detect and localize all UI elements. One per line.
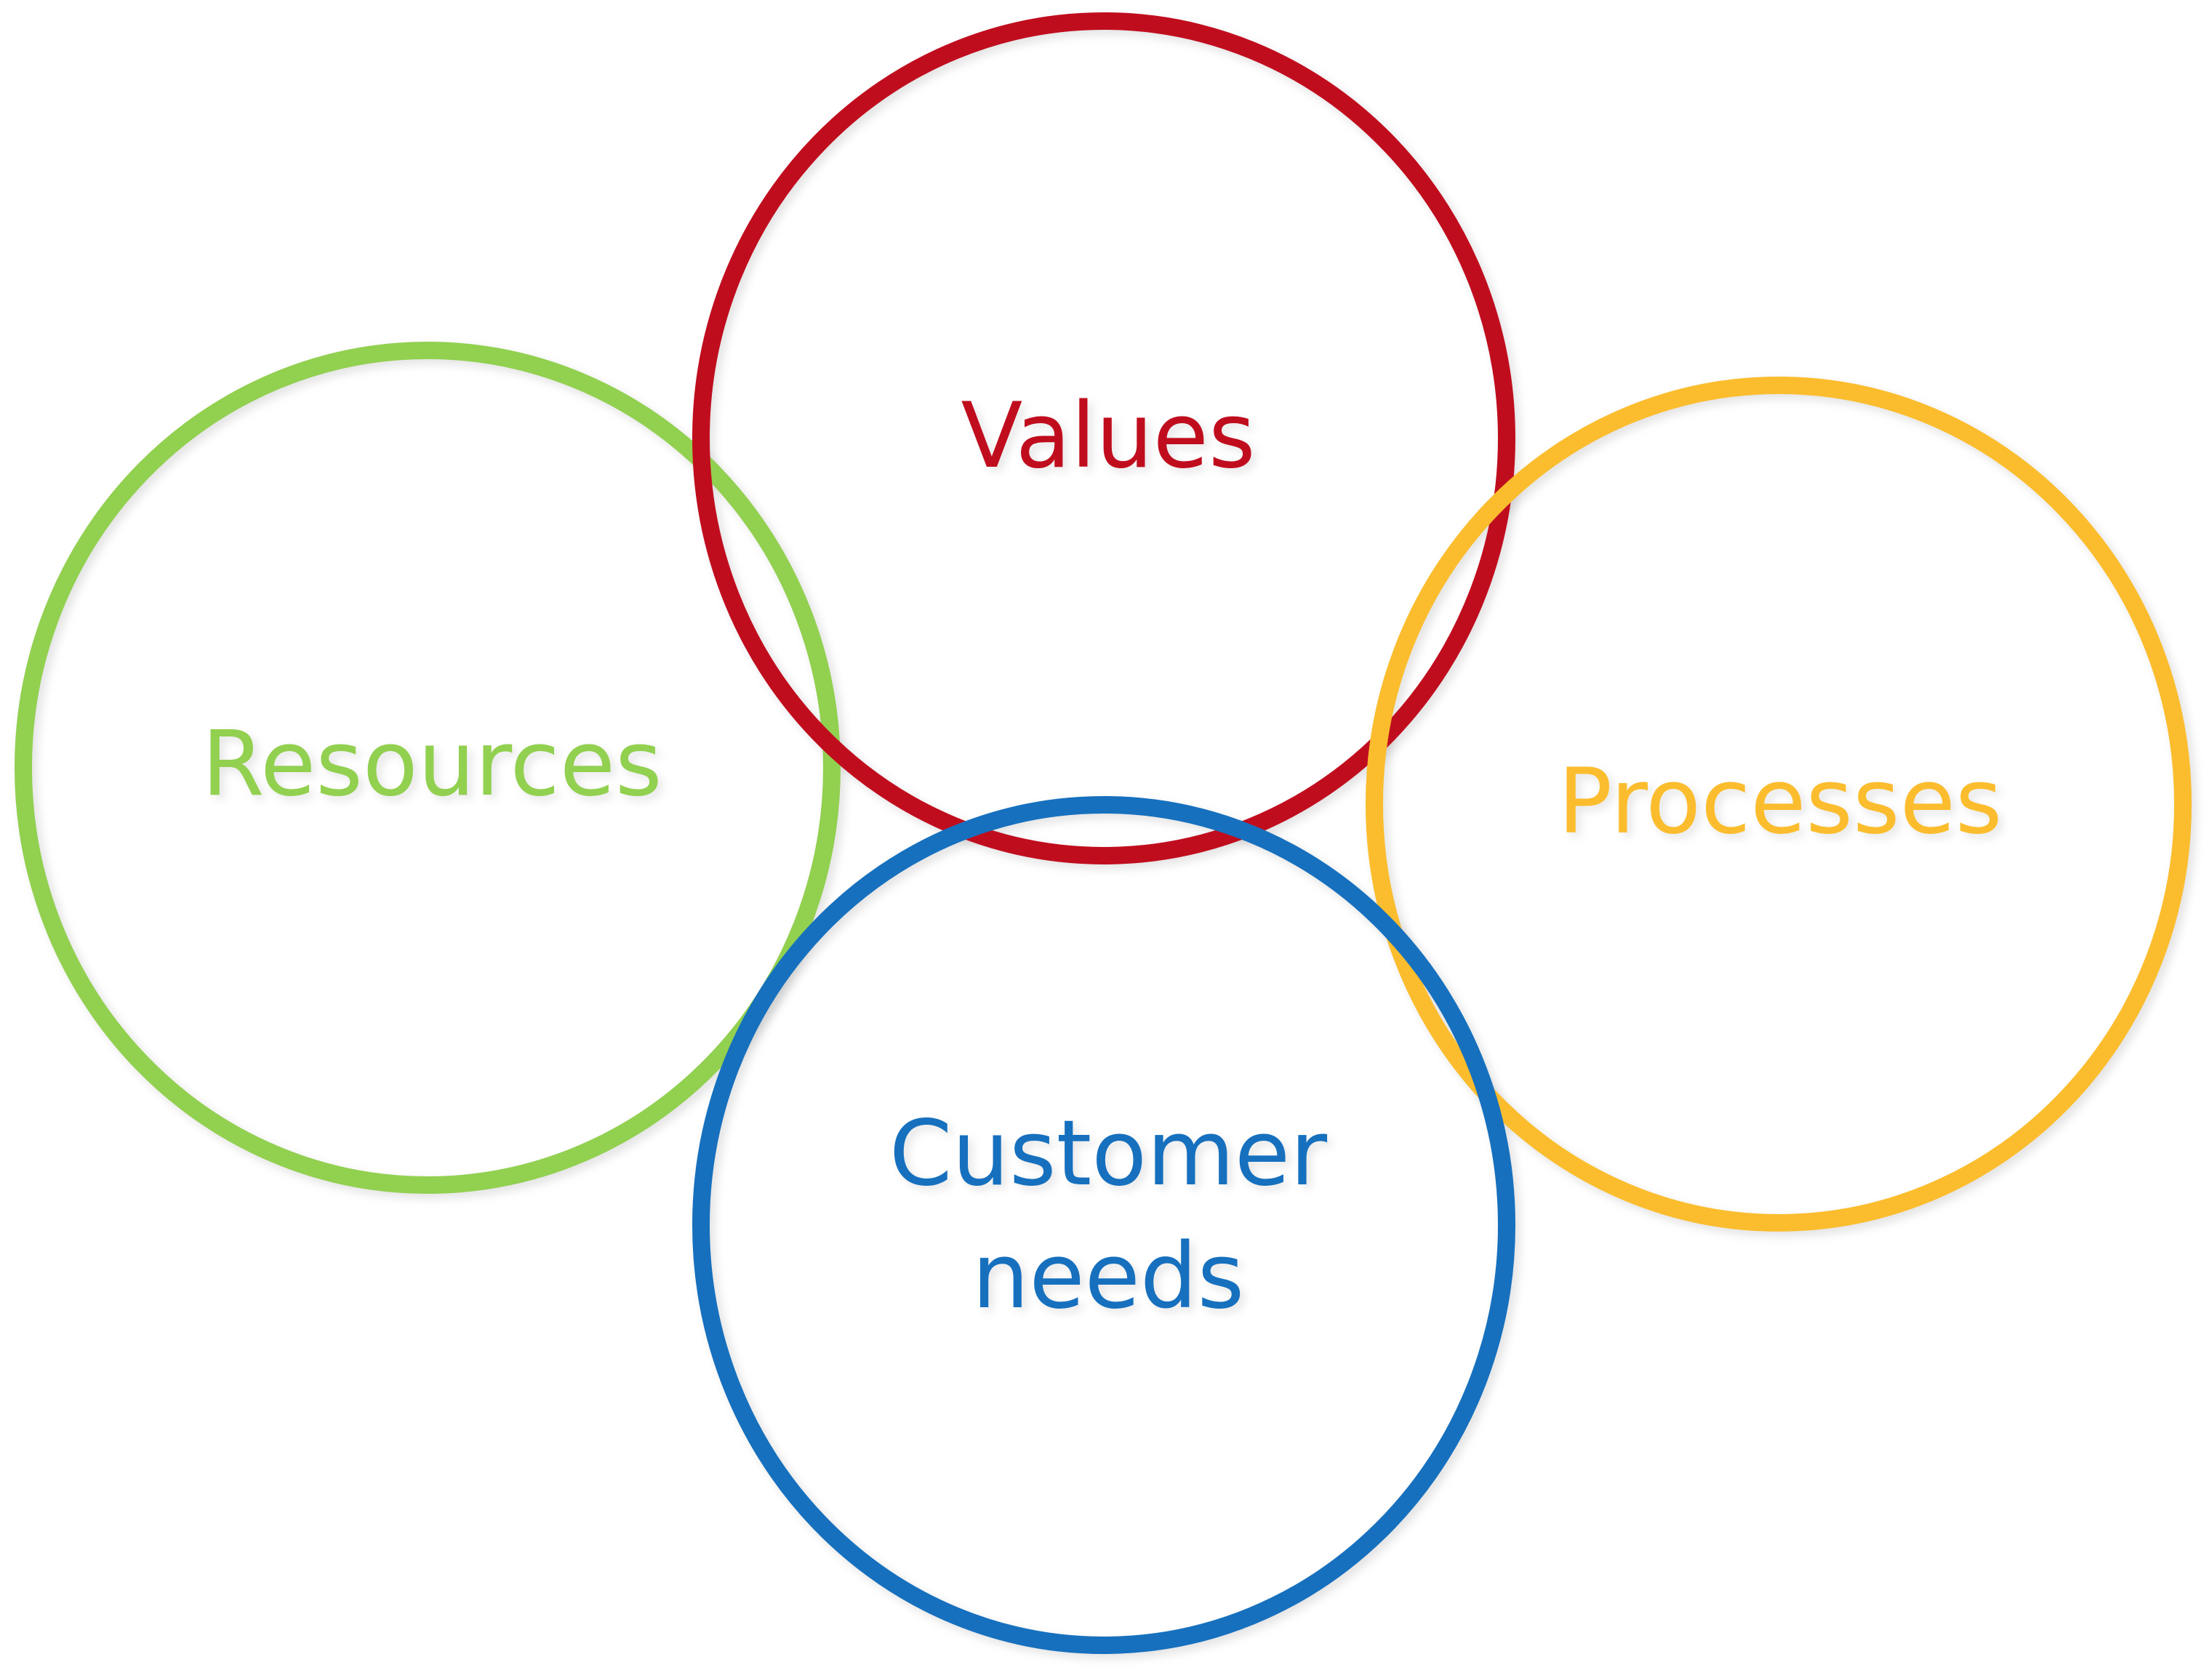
customer-needs-label-line-2: needs (972, 1224, 1244, 1329)
values-label: Values (961, 384, 1255, 489)
customer-needs-label-line-1: Customer (889, 1101, 1327, 1206)
svg-text:Customer: Customer (894, 1106, 1331, 1211)
svg-text:needs: needs (977, 1229, 1249, 1333)
processes-label: Processes (1558, 750, 2002, 854)
svg-text:Values: Values (965, 388, 1259, 493)
resources-label: Resources (201, 712, 662, 816)
resources-circle (15, 342, 841, 1194)
values-circle (692, 12, 1515, 864)
svg-text:Resources: Resources (206, 716, 666, 821)
customer-needs-circle (692, 796, 1515, 1654)
processes-circle (1366, 377, 2192, 1232)
svg-text:Processes: Processes (1562, 754, 2006, 859)
